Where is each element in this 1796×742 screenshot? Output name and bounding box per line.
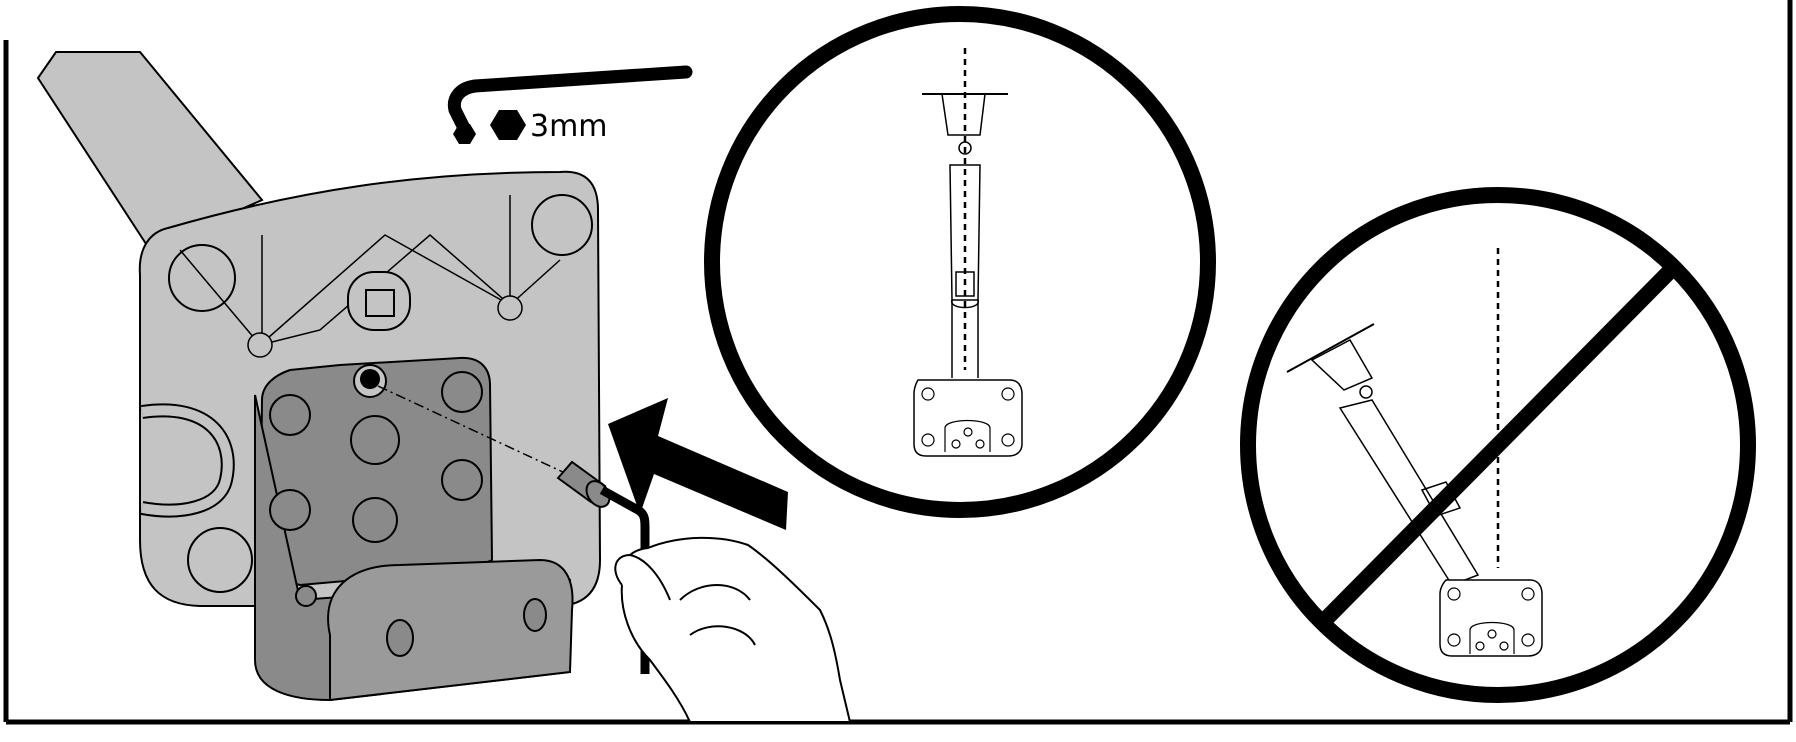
bracket — [254, 356, 574, 702]
prohibited-icon — [1317, 262, 1679, 628]
arrow-icon — [608, 398, 788, 530]
hand-icon — [614, 536, 852, 723]
pole-arm — [36, 51, 264, 252]
hex-key-size-label: 3mm — [530, 109, 608, 144]
hex-nut-icon — [490, 110, 526, 140]
hex-key-in-use — [599, 486, 650, 674]
hex-key-icon — [447, 65, 693, 144]
incorrect-install-callout — [1240, 187, 1756, 703]
frame — [3, 0, 1793, 725]
correct-install-callout — [704, 6, 1216, 518]
screw-alignment-line — [377, 385, 581, 481]
